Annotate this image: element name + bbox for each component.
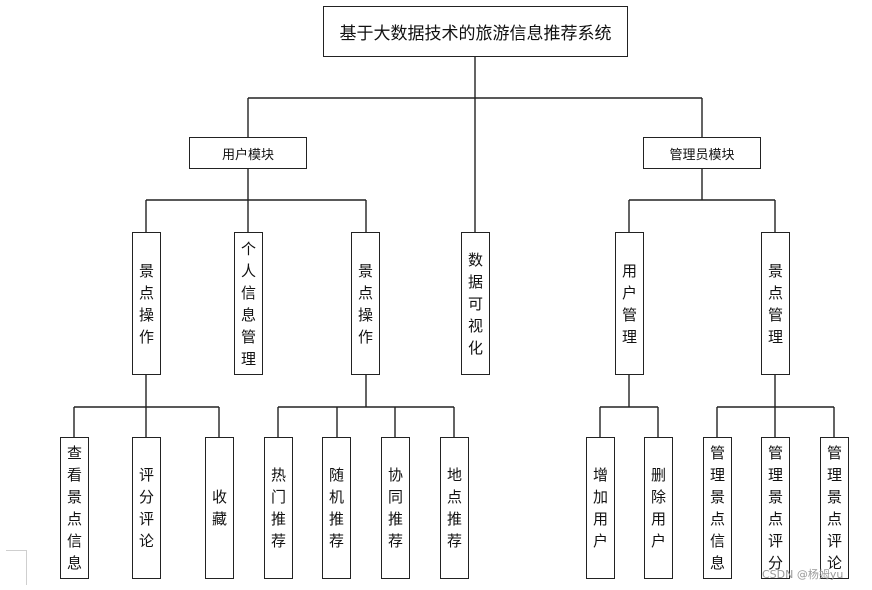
favorite-node: 收藏 (205, 437, 234, 579)
root-label: 基于大数据技术的旅游信息推荐系统 (339, 24, 612, 44)
scenic-ops-node-2: 景点操作 (351, 232, 380, 375)
manage-review-node: 管理景点评论 (820, 437, 849, 579)
location-rec-label: 地点推荐 (447, 466, 463, 550)
scenic-mgmt-label: 景点管理 (768, 261, 784, 346)
watermark: CSDN @杨姆yu (762, 568, 844, 581)
hot-rec-label: 热门推荐 (271, 466, 287, 550)
location-rec-node: 地点推荐 (440, 437, 469, 579)
favorite-label: 收藏 (212, 488, 228, 528)
manage-rating-node: 管理景点评分 (761, 437, 790, 579)
admin-module-label: 管理员模块 (669, 147, 735, 163)
corner-decoration (6, 550, 27, 585)
root-node: 基于大数据技术的旅游信息推荐系统 (323, 6, 628, 57)
collab-rec-node: 协同推荐 (381, 437, 410, 579)
rate-review-label: 评分评论 (139, 466, 155, 550)
user-module-label: 用户模块 (221, 147, 274, 163)
personal-info-label: 个人信息管理 (241, 239, 257, 368)
scenic-ops-label-1: 景点操作 (139, 261, 155, 346)
view-info-label: 查看景点信息 (67, 444, 83, 572)
manage-info-node: 管理景点信息 (703, 437, 732, 579)
random-rec-node: 随机推荐 (322, 437, 351, 579)
personal-info-node: 个人信息管理 (234, 232, 263, 375)
add-user-label: 增加用户 (593, 466, 609, 550)
admin-module-node: 管理员模块 (643, 137, 761, 169)
hot-rec-node: 热门推荐 (264, 437, 293, 579)
delete-user-node: 删除用户 (644, 437, 673, 579)
scenic-mgmt-node: 景点管理 (761, 232, 790, 375)
delete-user-label: 删除用户 (651, 466, 667, 550)
add-user-node: 增加用户 (586, 437, 615, 579)
random-rec-label: 随机推荐 (329, 466, 345, 550)
manage-info-label: 管理景点信息 (710, 444, 726, 572)
user-module-node: 用户模块 (189, 137, 307, 169)
manage-rating-label: 管理景点评分 (768, 444, 784, 572)
manage-review-label: 管理景点评论 (827, 444, 843, 572)
user-mgmt-label: 用户管理 (622, 261, 638, 346)
visualization-label: 数据可视化 (468, 250, 484, 357)
visualization-node: 数据可视化 (461, 232, 490, 375)
user-mgmt-node: 用户管理 (615, 232, 644, 375)
scenic-ops-node-1: 景点操作 (132, 232, 161, 375)
view-info-node: 查看景点信息 (60, 437, 89, 579)
scenic-ops-label-2: 景点操作 (358, 261, 374, 346)
collab-rec-label: 协同推荐 (388, 466, 404, 550)
rate-review-node: 评分评论 (132, 437, 161, 579)
